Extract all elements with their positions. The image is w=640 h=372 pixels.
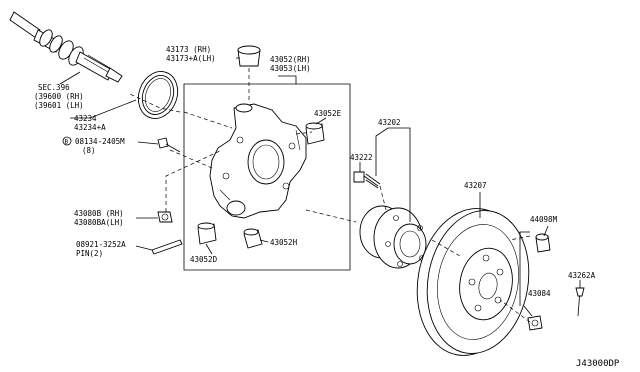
knuckle-group-box bbox=[183, 83, 351, 271]
part-labels: SEC.396 (39600 (RH) (39601 (LH) 43173 (R… bbox=[34, 45, 620, 369]
drive-shaft bbox=[9, 11, 123, 83]
label-39600: (39600 (RH) bbox=[34, 92, 84, 101]
label-43084: 43084 bbox=[528, 289, 551, 298]
label-43202: 43202 bbox=[378, 118, 401, 127]
brake-disc-43207 bbox=[416, 208, 530, 356]
label-08921: 08921-3252A bbox=[76, 240, 126, 249]
label-pin: PIN(2) bbox=[76, 249, 103, 258]
label-43173a: 43173+A(LH) bbox=[166, 54, 216, 63]
label-08134-qty: (8) bbox=[82, 146, 96, 155]
leader-lines bbox=[59, 57, 581, 323]
nut-43080b bbox=[157, 211, 173, 223]
label-43222: 43222 bbox=[350, 153, 373, 162]
label-bolt-symbol: B bbox=[65, 139, 69, 146]
bolt-43222 bbox=[353, 171, 381, 189]
label-43052d: 43052D bbox=[190, 255, 218, 264]
label-39601: (39601 (LH) bbox=[34, 101, 84, 110]
bushing-43052e bbox=[305, 122, 325, 145]
label-43052h: 43052H bbox=[270, 238, 298, 247]
bolt-08134 bbox=[157, 137, 181, 153]
bushing-43052h bbox=[243, 228, 263, 249]
label-43234a: 43234+A bbox=[74, 123, 106, 132]
label-sec396: SEC.396 bbox=[38, 83, 70, 92]
bushing-43052d bbox=[197, 222, 217, 245]
hub-bearing-43202 bbox=[359, 205, 427, 269]
diagram-id: J43000DP bbox=[576, 359, 620, 369]
label-43080b: 43080B (RH) bbox=[74, 209, 124, 218]
label-43080ba: 43080BA(LH) bbox=[74, 218, 124, 227]
cotter-pin bbox=[151, 239, 183, 255]
label-43053: 43053(LH) bbox=[270, 64, 311, 73]
label-08134: 08134-2405M bbox=[75, 137, 125, 146]
bushing-43173 bbox=[237, 45, 261, 67]
seal-ring-43234 bbox=[137, 71, 179, 119]
nut-43084 bbox=[527, 315, 543, 331]
label-43262a: 43262A bbox=[568, 271, 596, 280]
label-43052: 43052(RH) bbox=[270, 55, 311, 64]
label-43052e: 43052E bbox=[314, 109, 342, 118]
label-43207: 43207 bbox=[464, 181, 487, 190]
steering-knuckle bbox=[209, 103, 307, 219]
label-43234: 43234 bbox=[74, 114, 97, 123]
pin-43262a bbox=[575, 287, 585, 317]
cap-44098m bbox=[535, 233, 551, 253]
bolt-symbol-circle bbox=[62, 136, 72, 146]
label-43173: 43173 (RH) bbox=[166, 45, 211, 54]
label-44098m: 44098M bbox=[530, 215, 558, 224]
